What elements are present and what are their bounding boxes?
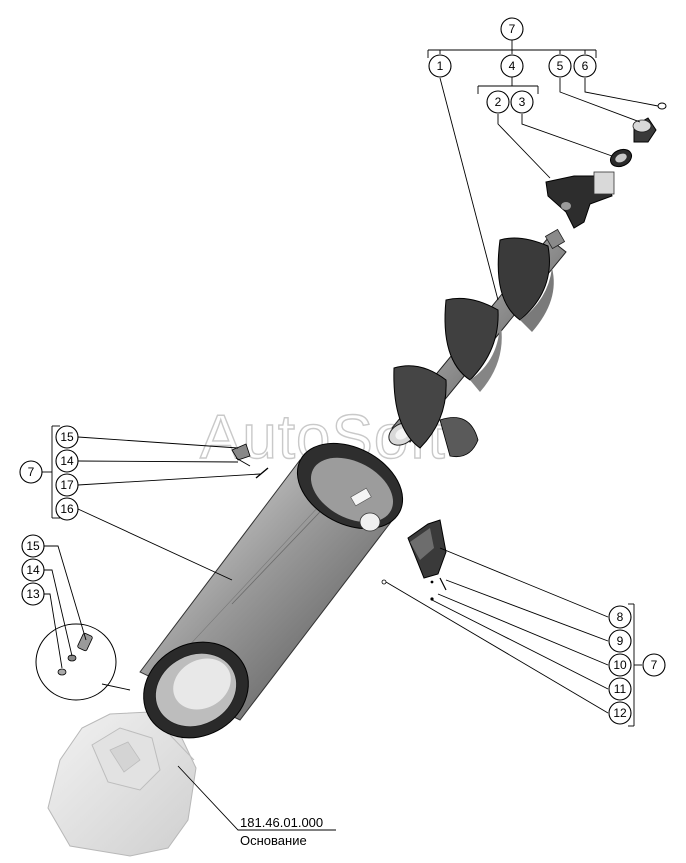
callout-17: 17: [55, 473, 79, 497]
callout-10: 10: [608, 653, 632, 677]
callout-5: 5: [548, 54, 572, 78]
callout-1: 1: [428, 54, 452, 78]
auger-tube: [139, 442, 404, 739]
callout-15-lower: 15: [21, 534, 45, 558]
callout-15-upper: 15: [55, 425, 79, 449]
callout-12: 12: [608, 701, 632, 725]
fasteners: [231, 443, 447, 601]
svg-text:7: 7: [509, 22, 516, 36]
cover-plate: [407, 519, 447, 579]
callout-3: 3: [510, 90, 534, 114]
callout-right-group: 7: [642, 653, 666, 677]
svg-text:4: 4: [509, 59, 516, 73]
svg-text:17: 17: [60, 478, 74, 492]
callout-14-upper: 14: [55, 449, 79, 473]
svg-text:7: 7: [28, 465, 35, 479]
callout-8: 8: [608, 605, 632, 629]
part-number: 181.46.01.000: [240, 815, 323, 830]
svg-text:10: 10: [613, 658, 627, 672]
callout-4: 4: [500, 54, 524, 78]
svg-text:1: 1: [437, 59, 444, 73]
svg-text:8: 8: [617, 610, 624, 624]
callout-14-lower: 14: [21, 558, 45, 582]
svg-text:5: 5: [557, 59, 564, 73]
bearing-ring: [609, 148, 633, 168]
svg-text:12: 12: [613, 706, 627, 720]
callout-16: 16: [55, 497, 79, 521]
callout-11: 11: [608, 677, 632, 701]
auger-screw: [388, 228, 567, 458]
bolt-detail-view: [35, 623, 117, 701]
base-housing: [47, 711, 197, 857]
part-name: Основание: [240, 833, 307, 848]
svg-text:14: 14: [26, 563, 40, 577]
svg-text:16: 16: [60, 502, 74, 516]
bearing-bracket: [545, 171, 615, 229]
svg-text:13: 13: [26, 587, 40, 601]
retaining-ring: [657, 102, 667, 110]
svg-text:11: 11: [614, 682, 627, 696]
callout-left-group: 7: [19, 460, 43, 484]
callout-13: 13: [21, 582, 45, 606]
callout-9: 9: [608, 629, 632, 653]
svg-text:6: 6: [582, 59, 589, 73]
svg-text:3: 3: [519, 95, 526, 109]
svg-text:15: 15: [26, 539, 40, 553]
svg-text:9: 9: [617, 634, 624, 648]
svg-text:14: 14: [60, 454, 74, 468]
svg-text:2: 2: [495, 95, 502, 109]
svg-text:15: 15: [60, 430, 74, 444]
callout-top-group: 7: [500, 17, 524, 41]
threaded-bushing: [632, 117, 657, 143]
leader-lines: [42, 40, 659, 831]
callout-6: 6: [573, 54, 597, 78]
callout-2: 2: [486, 90, 510, 114]
svg-text:7: 7: [651, 658, 658, 672]
